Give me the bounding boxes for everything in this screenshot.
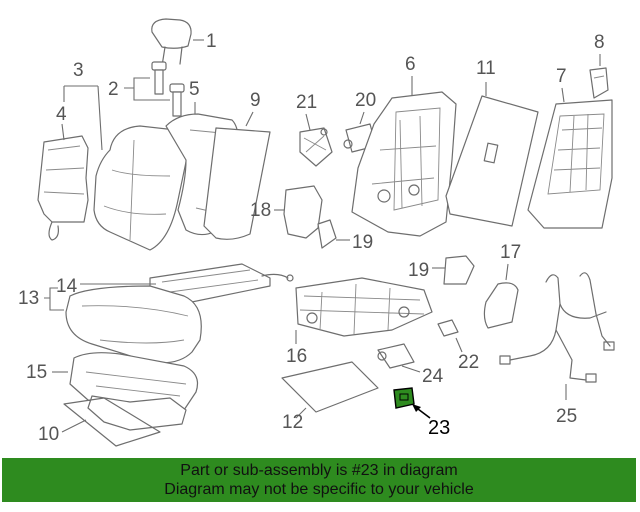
part-9-panel[interactable] (203, 127, 271, 240)
part-19-bracket-upper[interactable] (317, 219, 337, 249)
callout-14: 14 (56, 276, 78, 297)
leader-24 (401, 365, 421, 373)
callout-11: 11 (476, 58, 496, 79)
leader-2 (124, 77, 170, 101)
part-22-connector[interactable] (437, 319, 459, 337)
callout-24: 24 (422, 366, 444, 387)
part-10-cushion-frame[interactable] (87, 395, 187, 431)
part-3-seatback-cover[interactable] (93, 125, 188, 251)
part-2-headrest-guide[interactable] (151, 61, 185, 117)
callout-9: 9 (250, 90, 261, 111)
leader-23-arrowhead (412, 404, 421, 412)
info-banner: Part or sub-assembly is #23 in diagram D… (2, 458, 636, 502)
leader-12 (295, 407, 307, 419)
leader-9 (245, 111, 254, 127)
callout-2: 2 (108, 79, 119, 100)
callout-13: 13 (18, 288, 39, 309)
part-19-bracket-lower[interactable] (443, 255, 475, 285)
leader-7 (561, 87, 565, 103)
part-24-switch[interactable] (377, 343, 415, 369)
part-21-bracket[interactable] (299, 127, 333, 167)
callout-20: 20 (355, 90, 376, 111)
callout-10: 10 (38, 424, 59, 445)
callout-19b: 19 (408, 260, 429, 281)
part-23-highlighted-switch[interactable] (393, 387, 415, 409)
callout-12: 12 (282, 412, 303, 433)
callout-3: 3 (73, 60, 84, 81)
leader-13 (44, 287, 64, 311)
callout-15: 15 (26, 362, 47, 383)
banner-line-2: Diagram may not be specific to your vehi… (164, 481, 474, 498)
part-12-sheet[interactable] (281, 361, 379, 413)
callout-5: 5 (189, 79, 200, 100)
part-11-back-panel[interactable] (445, 95, 539, 227)
part-25-wire-harness[interactable] (499, 272, 615, 383)
part-15-cushion-pad[interactable] (69, 352, 199, 411)
leader-17 (505, 263, 509, 281)
leader-3 (63, 85, 103, 151)
callout-17: 17 (500, 242, 521, 263)
part-17-side-trim[interactable] (483, 282, 519, 329)
banner-line-1: Part or sub-assembly is #23 in diagram (180, 462, 458, 479)
leader-4 (61, 123, 65, 141)
callout-23: 23 (428, 417, 450, 439)
part-7-back-frame[interactable] (527, 99, 613, 229)
part-18-side-cover[interactable] (283, 185, 323, 239)
part-4-seatback-pad[interactable] (37, 135, 89, 241)
leader-22 (455, 337, 463, 353)
callout-4: 4 (56, 104, 67, 125)
callout-22: 22 (458, 352, 479, 373)
part-10-base-sheet (63, 397, 161, 447)
callout-1: 1 (206, 31, 217, 52)
callout-19a: 19 (352, 232, 373, 253)
part-13-cushion-cover[interactable] (65, 285, 202, 364)
callout-18: 18 (250, 200, 271, 221)
callout-16: 16 (286, 346, 307, 367)
callout-21: 21 (296, 92, 317, 113)
callout-8: 8 (594, 32, 605, 53)
callout-25: 25 (556, 406, 577, 427)
part-6-seatback-frame[interactable] (351, 91, 457, 237)
parts-diagram: 1 2 3 4 5 9 21 20 (18, 18, 615, 447)
callout-7: 7 (556, 66, 567, 87)
part-8-lever[interactable] (589, 67, 609, 99)
part-1-headrest[interactable] (151, 18, 192, 67)
callout-6: 6 (405, 54, 416, 75)
leader-20 (359, 111, 365, 125)
part-16-seat-track[interactable] (295, 277, 433, 337)
leader-21 (305, 113, 311, 131)
leader-10 (61, 419, 87, 433)
